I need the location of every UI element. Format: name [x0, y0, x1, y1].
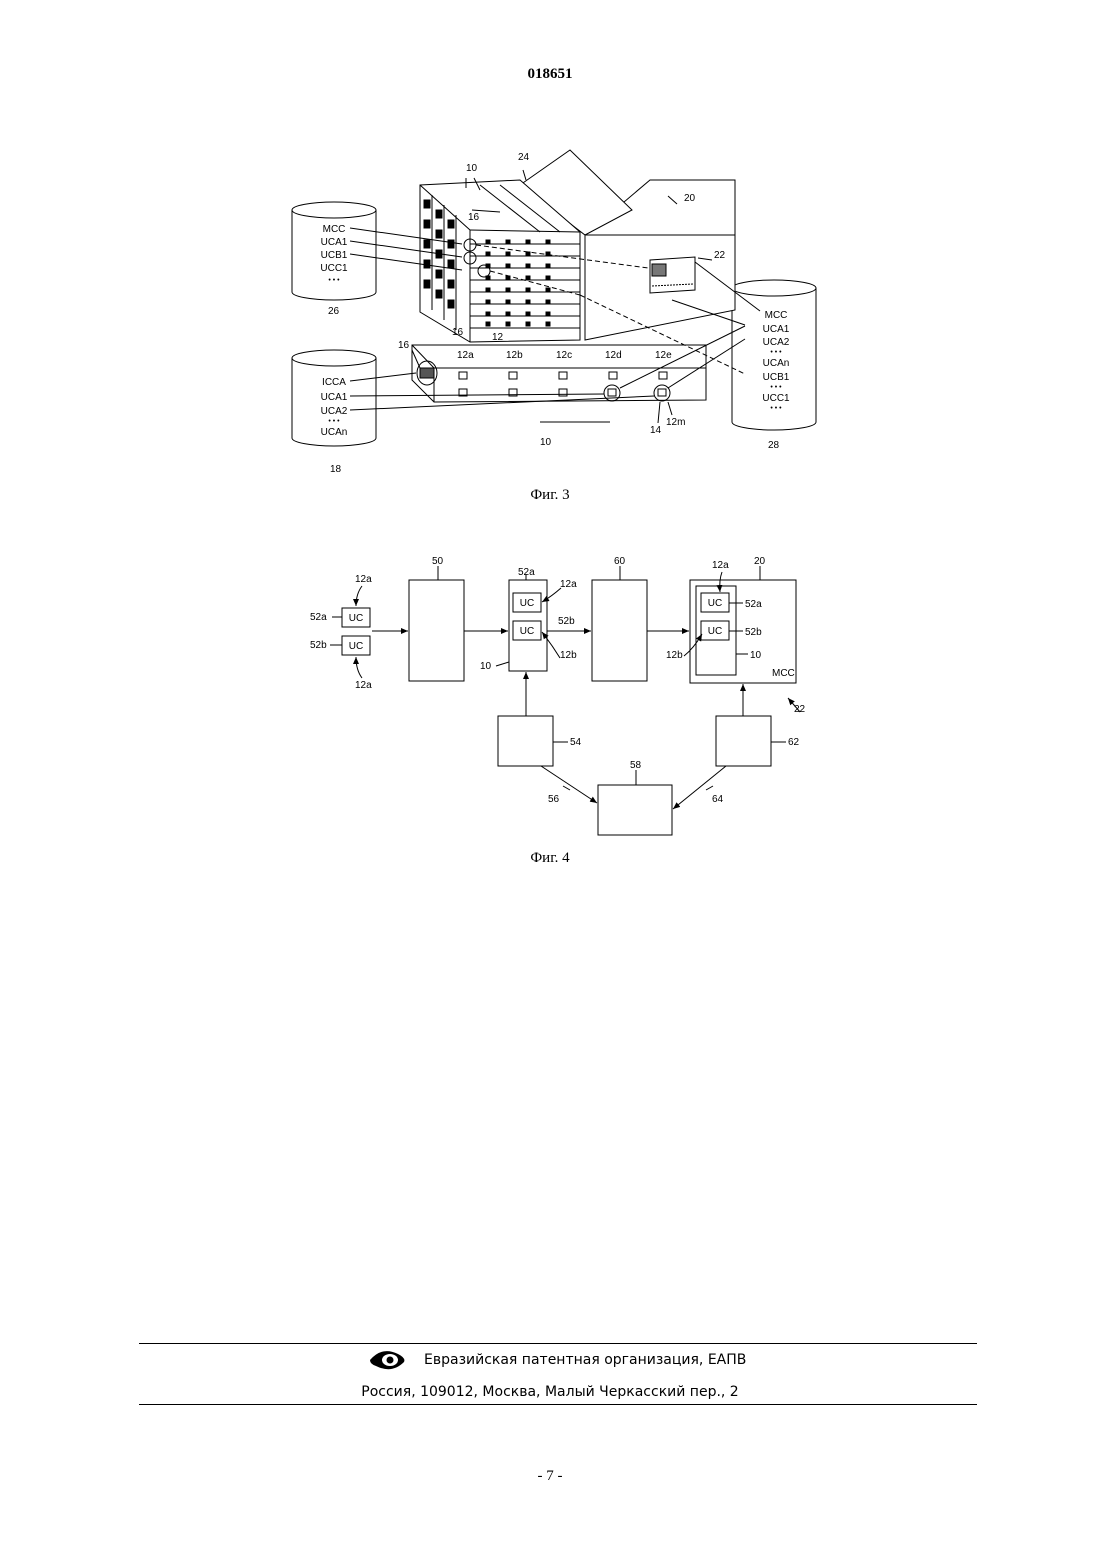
db28-line-6: UCC1 — [762, 393, 790, 404]
label-16-a: 16 — [468, 212, 480, 223]
label-58: 58 — [630, 760, 642, 771]
label-22-fig4: 22 — [794, 704, 806, 715]
label-50: 50 — [432, 556, 444, 567]
label-10-top: 10 — [466, 163, 478, 174]
label-12m: 12m — [666, 417, 685, 428]
label-10-mid: 10 — [480, 661, 492, 672]
footer-top-rule — [139, 1343, 977, 1344]
db28-line-5: UCB1 — [763, 372, 790, 383]
label-12a-left-top: 12a — [355, 574, 372, 585]
label-28: 28 — [768, 440, 780, 451]
figure-4-diagram: UC UC UC UC UC UC 50 60 20 52a 12a 52b 1… — [0, 550, 1100, 850]
label-12b-mid: 12b — [560, 650, 577, 661]
figure-3-caption: Фиг. 3 — [0, 487, 1100, 504]
db26-line-4: UCC1 — [320, 263, 348, 274]
label-12d: 12d — [605, 350, 622, 361]
footer-bottom-rule — [139, 1404, 977, 1405]
label-14: 14 — [650, 425, 662, 436]
uc-text-right-a: UC — [708, 598, 722, 609]
db28-dots-2: • • • — [770, 384, 782, 391]
fig4-arrows — [356, 572, 800, 809]
db28-line-1: MCC — [765, 310, 788, 321]
block-62 — [716, 716, 771, 766]
label-24: 24 — [518, 152, 530, 163]
label-64: 64 — [712, 794, 724, 805]
label-56: 56 — [548, 794, 560, 805]
db26-line-2: UCA1 — [321, 237, 348, 248]
footer-address: Россия, 109012, Москва, Малый Черкасский… — [0, 1384, 1100, 1400]
db18-line-4: UCAn — [321, 427, 348, 438]
label-20: 20 — [684, 193, 696, 204]
eapo-logo-icon — [368, 1348, 408, 1372]
label-16-c: 16 — [398, 340, 410, 351]
db18-contents: ICCA UCA1 UCA2 • • • UCAn — [321, 377, 348, 438]
db18-line-3: UCA2 — [321, 406, 348, 417]
db18-line-1: ICCA — [322, 377, 346, 388]
label-12a: 12a — [457, 350, 474, 361]
label-52b-right: 52b — [745, 627, 762, 638]
label-52a-right: 52a — [745, 599, 762, 610]
uc-text-left-b: UC — [349, 641, 363, 652]
db18-dots: • • • — [328, 418, 340, 425]
label-12a-left-bottom: 12a — [355, 680, 372, 691]
label-52a-left: 52a — [310, 612, 327, 623]
page-number: - 7 - — [0, 1468, 1100, 1485]
label-20-fig4: 20 — [754, 556, 766, 567]
label-18: 18 — [330, 464, 342, 475]
db28-line-4: UCAn — [763, 358, 790, 369]
db28-contents: MCC UCA1 UCA2 • • • UCAn UCB1 • • • UCC1… — [762, 310, 790, 412]
label-26: 26 — [328, 306, 340, 317]
label-12a-right: 12a — [712, 560, 729, 571]
block-54 — [498, 716, 553, 766]
footer-organization: Евразийская патентная организация, ЕАПВ — [424, 1352, 746, 1368]
block-50 — [409, 580, 464, 681]
label-52b-left: 52b — [310, 640, 327, 651]
label-12a-top: 12a — [560, 579, 577, 590]
uc-text-right-b: UC — [708, 626, 722, 637]
label-12e: 12e — [655, 350, 672, 361]
label-54: 54 — [570, 737, 582, 748]
db26-contents: MCC UCA1 UCB1 UCC1 • • • — [320, 224, 348, 284]
db28-line-2: UCA1 — [763, 324, 790, 335]
block-60 — [592, 580, 647, 681]
label-22: 22 — [714, 250, 726, 261]
db28-dots-1: • • • — [770, 349, 782, 356]
label-60: 60 — [614, 556, 626, 567]
label-10-right: 10 — [750, 650, 762, 661]
db26-line-1: MCC — [323, 224, 346, 235]
label-mcc: MCC — [772, 668, 795, 679]
label-52b-mid: 52b — [558, 616, 575, 627]
db28-line-3: UCA2 — [763, 337, 790, 348]
uc-text-mid-a: UC — [520, 598, 534, 609]
document-number: 018651 — [0, 66, 1100, 83]
label-12c: 12c — [556, 350, 572, 361]
db28-dots-3: • • • — [770, 405, 782, 412]
label-12: 12 — [492, 332, 504, 343]
figure-3-drawing: 10 24 20 16 22 16 12 26 28 18 16 10 14 1… — [0, 140, 1100, 620]
label-10-bottom: 10 — [540, 437, 552, 448]
figure-4-caption: Фиг. 4 — [0, 850, 1100, 867]
db26-dots: • • • — [328, 277, 340, 284]
label-62: 62 — [788, 737, 800, 748]
label-12b-right: 12b — [666, 650, 683, 661]
db18-line-2: UCA1 — [321, 392, 348, 403]
db26-line-3: UCB1 — [321, 250, 348, 261]
block-58 — [598, 785, 672, 835]
uc-text-mid-b: UC — [520, 626, 534, 637]
uc-text-left-a: UC — [349, 613, 363, 624]
label-16-b: 16 — [452, 327, 464, 338]
label-52a-top: 52a — [518, 567, 535, 578]
label-12b: 12b — [506, 350, 523, 361]
